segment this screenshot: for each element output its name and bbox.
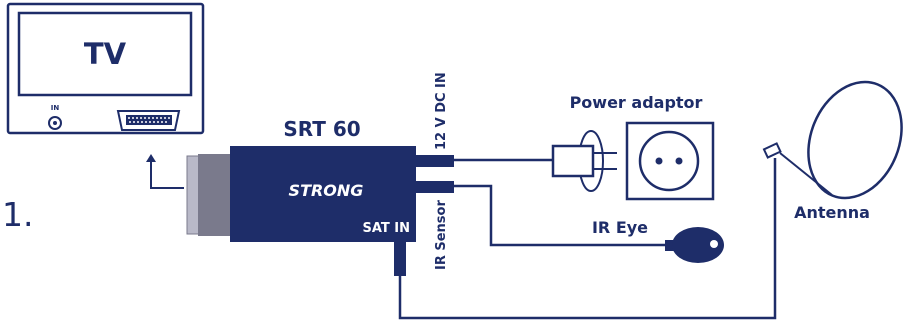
ir-sensor-socket — [416, 181, 454, 193]
antenna: Antenna — [762, 80, 903, 222]
arrow-up-icon — [146, 154, 184, 189]
plug-body — [551, 144, 595, 178]
antenna-dish — [807, 80, 903, 200]
receiver-body — [230, 146, 416, 242]
socket-hole — [675, 157, 683, 165]
power-adaptor-label: Power adaptor — [570, 93, 703, 112]
sat-in-label: SAT IN — [362, 221, 410, 236]
power-adaptor: Power adaptor — [551, 93, 715, 201]
ir-eye-stem — [665, 240, 679, 251]
antenna-label: Antenna — [794, 203, 870, 222]
ir-eye: IR Eye — [592, 218, 724, 263]
ir-cable — [454, 184, 668, 247]
dc-in-label: 12 V DC IN — [434, 72, 449, 150]
tv-screen — [17, 11, 193, 97]
step-number: 1. — [2, 195, 34, 234]
scart-connector — [198, 154, 232, 236]
ir-eye-head — [672, 227, 724, 263]
sat-in-connector — [394, 242, 406, 276]
tv-in-jack — [48, 116, 62, 130]
ir-sensor-label: IR Sensor — [434, 200, 449, 270]
scart-plug — [186, 155, 200, 235]
dc-in-socket — [416, 155, 454, 167]
antenna-lnb — [762, 142, 782, 159]
tv: TV IN — [6, 2, 205, 135]
receiver-model: SRT 60 — [283, 117, 360, 141]
tv-in-label: IN — [51, 104, 60, 112]
ir-eye-lens — [710, 240, 718, 248]
cables — [398, 158, 777, 320]
brand-logo: STRONG — [289, 181, 364, 200]
antenna-cable — [398, 158, 777, 320]
socket-hole — [655, 157, 663, 165]
antenna-arm — [779, 152, 833, 196]
receiver: SRT 60 STRONG SAT IN — [186, 117, 454, 276]
scart-socket — [116, 110, 181, 131]
tv-title: TV — [84, 37, 127, 71]
socket-face — [638, 130, 700, 192]
ir-eye-label: IR Eye — [592, 218, 648, 237]
